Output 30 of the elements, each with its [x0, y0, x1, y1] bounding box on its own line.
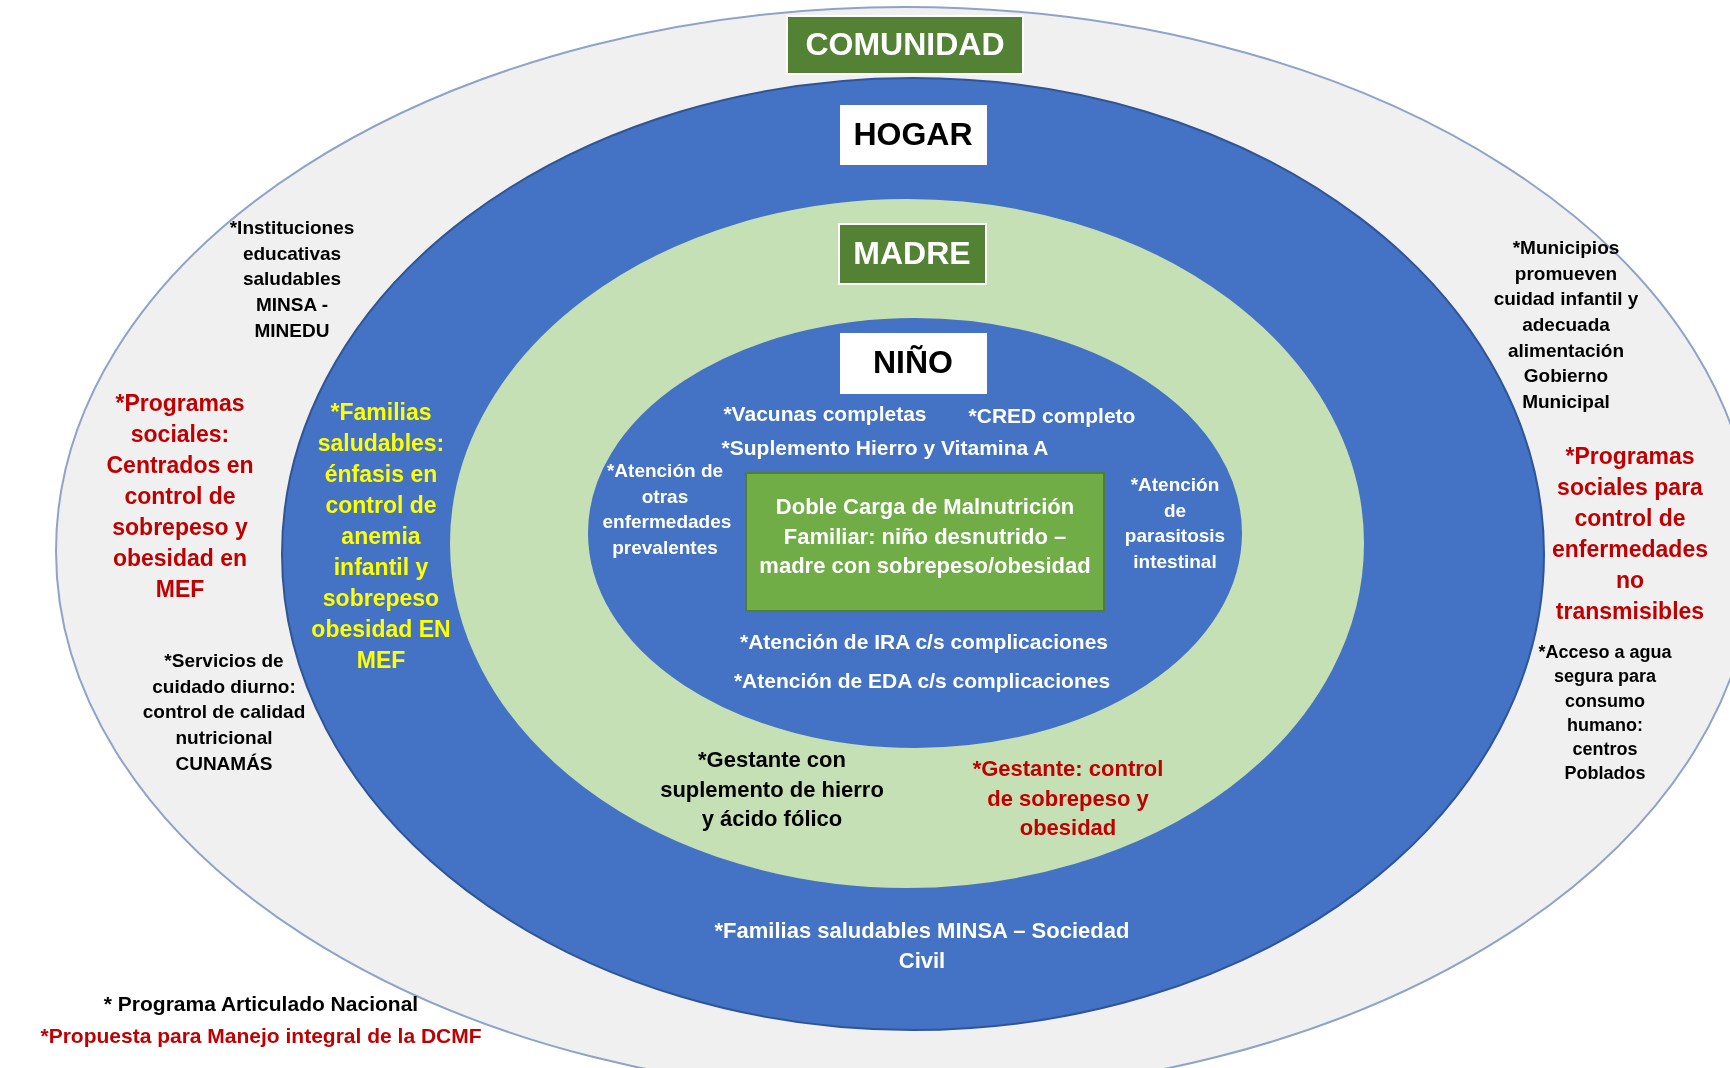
- center-text: Doble Carga de Malnutrición Familiar: niño desnutrido – madre con sobrepeso/obesidad: [758, 493, 1092, 581]
- center-box: [745, 472, 1105, 612]
- program-text: *Atención de IRA c/s complicaciones: [739, 629, 1109, 655]
- program-text: *Familias saludables: énfasis en control de anemia infantil y sobrepeso obesidad EN MEF: [310, 398, 452, 676]
- program-text: *Familias saludables MINSA – Sociedad Civil: [713, 917, 1131, 975]
- program-text: *Programas sociales: Centrados en control de sobrepeso y obesidad en MEF: [105, 389, 255, 605]
- program-text: *Atención de EDA c/s complicaciones: [732, 668, 1112, 694]
- heading-text: HOGAR: [852, 115, 974, 154]
- child-ellipse: [588, 318, 1242, 748]
- program-text: *CRED completo: [967, 403, 1137, 429]
- heading-text: NIÑO: [872, 343, 954, 382]
- mother-ellipse: [450, 199, 1364, 888]
- program-text: *Vacunas completas: [722, 401, 928, 427]
- heading-text: COMUNIDAD: [804, 25, 1006, 64]
- footnote-text: * Programa Articulado Nacional: [102, 991, 420, 1017]
- footnote-text: *Propuesta para Manejo integral de la DCMF: [39, 1023, 483, 1049]
- program-text: *Municipios promueven cuidad infantil y adecuada alimentación Gobierno Municipal: [1492, 236, 1640, 414]
- program-text: *Programas sociales para control de enfermedades no transmisibles: [1551, 442, 1709, 627]
- program-text: *Servicios de cuidado diurno: control de calidad nutricional CUNAMÁS: [141, 649, 307, 776]
- program-text: *Gestante: control de sobrepeso y obesidad: [971, 755, 1165, 843]
- heading-text: MADRE: [852, 234, 972, 273]
- heading-box: [786, 15, 1024, 75]
- program-text: *Acceso a agua segura para consumo humano: centros Poblados: [1537, 641, 1673, 786]
- program-text: *Suplemento Hierro y Vitamina A: [720, 435, 1050, 461]
- program-text: *Instituciones educativas saludables MINSA - MINEDU: [228, 216, 356, 343]
- heading-box: [840, 333, 987, 394]
- heading-box: [838, 223, 987, 285]
- heading-box: [840, 105, 987, 165]
- program-text: *Gestante con suplemento de hierro y ácido fólico: [659, 746, 885, 834]
- program-text: *Atención de parasitosis intestinal: [1123, 473, 1227, 574]
